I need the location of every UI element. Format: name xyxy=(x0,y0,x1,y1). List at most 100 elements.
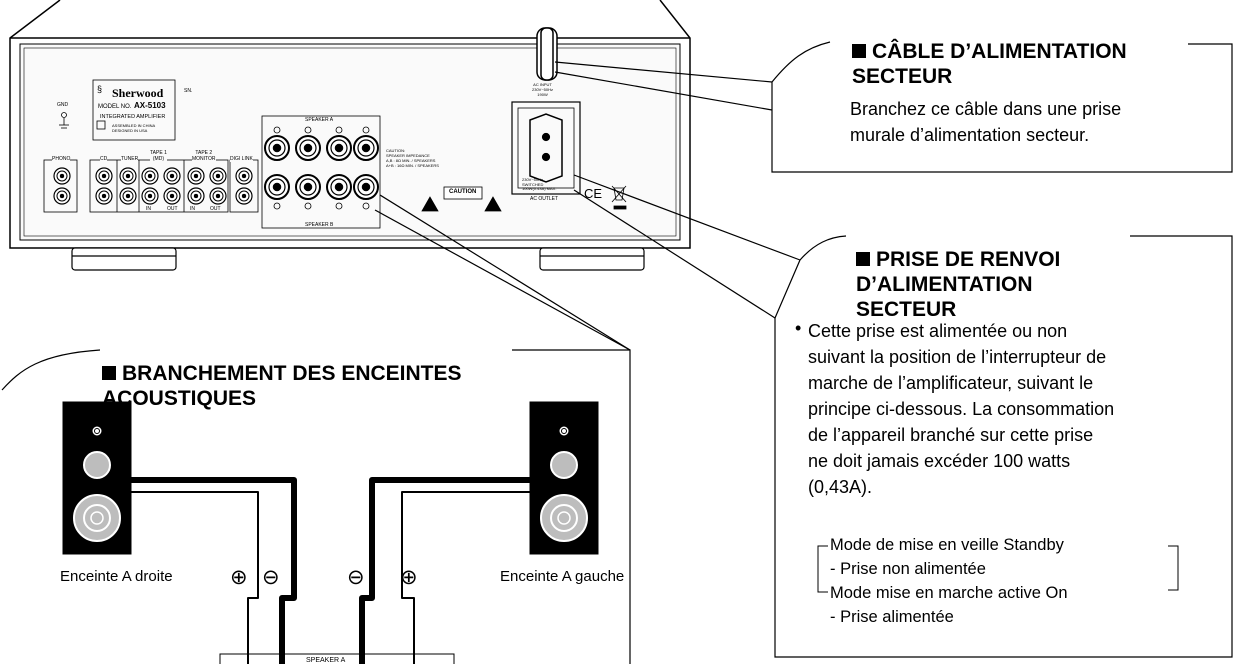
model-number: AX-5103 xyxy=(134,101,166,110)
mode-on-outlet: - Prise alimentée xyxy=(830,608,954,626)
rca-jack-ring xyxy=(238,170,250,182)
rca-jack-pin xyxy=(241,193,247,199)
minus-icon: ⊖ xyxy=(262,566,280,589)
rca-jack-pin xyxy=(241,173,247,179)
rca-jack-pin xyxy=(59,173,65,179)
speaker-binding-post-ring xyxy=(299,139,317,157)
power-cable-callout-body: Branchez ce câble dans une prise murale … xyxy=(850,99,1122,145)
minus-icon: ⊖ xyxy=(347,566,365,589)
mode-standby: Mode de mise en veille Standby xyxy=(830,536,1064,554)
polarity-mark xyxy=(273,126,281,134)
polarity-mark xyxy=(273,202,281,210)
plus-icon: ⊕ xyxy=(230,566,248,589)
rca-jack-pin xyxy=(125,173,131,179)
mode-bracket xyxy=(817,545,1179,593)
callout-frame-outlet xyxy=(573,174,1233,658)
rca-jack-pin xyxy=(193,173,199,179)
model-plate xyxy=(92,79,176,141)
outlet-callout-title: PRISE DE RENVOI D’ALIMENTATION SECTEUR xyxy=(856,248,1061,321)
ac-outlet-spec: 230V~50Hz SWITCHED 100W(0.43A) MAX. xyxy=(522,177,557,191)
tape1-in-label: IN xyxy=(146,206,151,212)
rca-jack-ring xyxy=(190,170,202,182)
tape2-in-label: IN xyxy=(190,206,195,212)
rca-jack-pin xyxy=(215,193,221,199)
rca-jack-ring xyxy=(98,190,110,202)
power-cable xyxy=(536,27,558,81)
caution-label xyxy=(421,186,502,212)
assembly-info: ASSEMBLED IN CHINA DESIGNED IN USA xyxy=(112,123,156,133)
right-speaker-label: Enceinte A droite xyxy=(60,568,173,585)
ground-icon xyxy=(59,112,69,129)
speaker-binding-post-ring xyxy=(357,139,375,157)
polarity-mark xyxy=(362,202,370,210)
polarity-mark xyxy=(304,126,312,134)
speaker-cables xyxy=(131,477,530,664)
input-label-cd: CD xyxy=(100,156,108,162)
caution-text: CAUTION xyxy=(449,189,477,195)
polarity-mark xyxy=(362,126,370,134)
rca-jack-ring xyxy=(166,170,178,182)
ce-mark: CE xyxy=(584,186,603,201)
rca-jack-pin xyxy=(215,173,221,179)
rca-jack-ring xyxy=(144,170,156,182)
product-type: INTEGRATED AMPLIFIER xyxy=(100,114,166,120)
serial-label: SN. xyxy=(184,88,193,94)
speaker-terminals xyxy=(264,126,379,210)
speaker-binding-post-center xyxy=(272,143,282,153)
speaker-binding-post-center xyxy=(361,143,371,153)
rca-jack-pin xyxy=(59,193,65,199)
rca-jack-ring xyxy=(56,190,68,202)
outlet-callout-body: Cette prise est alimentée ou non suivant… xyxy=(808,321,1115,497)
plus-icon: ⊕ xyxy=(400,566,418,589)
speaker-b-panel-label: SPEAKER B xyxy=(305,222,334,228)
speaker-right xyxy=(62,401,132,555)
rca-jack-pin xyxy=(193,193,199,199)
left-speaker-label: Enceinte A gauche xyxy=(500,568,625,585)
tape2-out-label: OUT xyxy=(210,206,221,212)
amplifier-feet xyxy=(71,247,645,271)
speaker-terminal-block xyxy=(261,115,381,229)
rca-jack-ring xyxy=(98,170,110,182)
ac-outlet-label: AC OUTLET xyxy=(530,196,559,202)
rca-jacks xyxy=(53,167,253,205)
bullet-square-icon xyxy=(856,252,870,266)
gnd-label: GND xyxy=(57,102,69,108)
speaker-binding-post-ring xyxy=(330,178,348,196)
polarity-mark xyxy=(335,202,343,210)
speaker-binding-post-center xyxy=(334,182,344,192)
callout-frame-speakers xyxy=(1,194,631,664)
mode-standby-outlet: - Prise non alimentée xyxy=(830,560,986,578)
rca-jack-pin xyxy=(125,193,131,199)
mode-on: Mode mise en marche active On xyxy=(830,584,1068,602)
speaker-left xyxy=(529,401,599,555)
speaker-binding-post-ring xyxy=(330,139,348,157)
speaker-a-panel-label: SPEAKER A xyxy=(305,117,334,123)
speaker-binding-post-ring xyxy=(268,139,286,157)
input-label-tape2: TAPE 2 MONITOR xyxy=(192,150,216,162)
rca-jack-ring xyxy=(212,170,224,182)
speaker-impedance-caution: CAUTION: SPEAKER IMPEDANCE A,B : 8Ω MIN.… xyxy=(386,148,439,168)
rca-jack-ring xyxy=(212,190,224,202)
brand-logo: Sherwood xyxy=(112,86,164,100)
input-label-digilink: DIGI LINK xyxy=(230,156,253,162)
rca-jack-ring xyxy=(144,190,156,202)
rca-jack-ring xyxy=(238,190,250,202)
rca-jack-ring xyxy=(56,170,68,182)
speaker-a-terminal-label: SPEAKER A xyxy=(306,657,346,664)
rca-jack-ring xyxy=(190,190,202,202)
ac-input-label: AC INPUT 230V~50Hz 190W xyxy=(532,82,554,97)
callout-frame-power-cable xyxy=(554,41,1233,173)
input-label-phono: PHONO xyxy=(52,156,71,162)
model-no-label: MODEL NO. xyxy=(98,104,132,110)
rca-jack-pin xyxy=(147,193,153,199)
speaker-binding-post-ring xyxy=(299,178,317,196)
rca-jack-ring xyxy=(122,190,134,202)
brand-emblem-icon: § xyxy=(97,84,103,94)
rca-jack-ring xyxy=(122,170,134,182)
bullet-square-icon xyxy=(102,366,116,380)
polarity-mark xyxy=(335,126,343,134)
rca-jack-ring xyxy=(166,190,178,202)
bullet-square-icon xyxy=(852,44,866,58)
input-label-tuner: TUNER xyxy=(121,156,139,162)
